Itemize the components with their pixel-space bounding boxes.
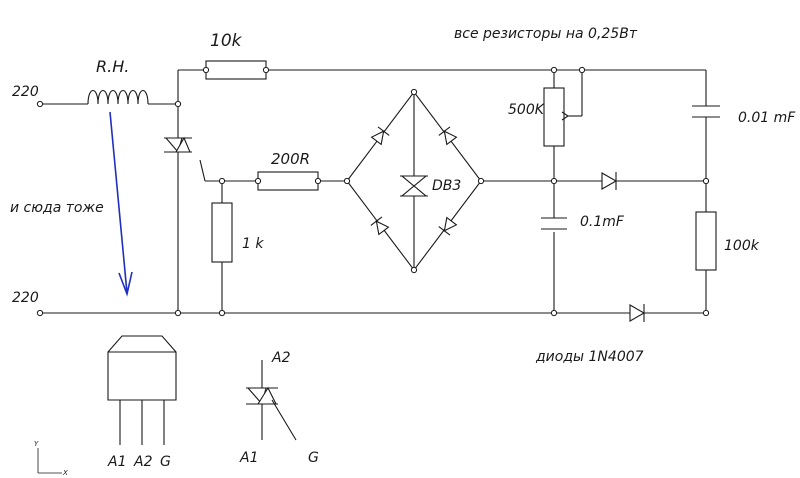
label-line-bottom: 220 — [12, 290, 39, 306]
label-axis-y: Y — [34, 440, 39, 448]
resistor-1k — [211, 202, 233, 263]
capacitor-01mf — [541, 217, 567, 230]
label-cap-small: 0.01 mF — [738, 110, 796, 126]
diode-mid — [601, 172, 618, 190]
note-here-too: и сюда тоже — [10, 200, 104, 216]
triac — [164, 136, 192, 154]
label-cap-mid: 0.1mF — [580, 214, 625, 230]
triac-symbol — [246, 360, 297, 441]
label-pkg-g: G — [160, 454, 171, 470]
wires — [40, 69, 707, 314]
label-sym-g: G — [308, 450, 319, 466]
heater-coil — [87, 89, 149, 105]
label-heater: R.H. — [96, 57, 129, 76]
axis-indicator — [37, 448, 62, 474]
resistor-10k — [205, 60, 267, 80]
label-pot: 500K — [508, 102, 546, 118]
label-axis-x: X — [62, 469, 68, 477]
label-r-100k: 100k — [724, 238, 760, 254]
label-sym-a1: A1 — [239, 450, 258, 466]
note-diodes: диоды 1N4007 — [535, 349, 644, 365]
potentiometer-wiper-icon — [561, 111, 569, 121]
label-sym-a2: A2 — [271, 350, 291, 366]
dinistor-db3 — [400, 175, 428, 197]
capacitor-001mf — [692, 100, 720, 124]
label-pkg-a1: A1 — [107, 454, 126, 470]
note-resistors: все резисторы на 0,25Вт — [454, 26, 638, 42]
diode-bottom — [629, 304, 646, 322]
junctions — [36, 66, 710, 317]
label-r-200: 200R — [271, 150, 310, 168]
label-pkg-a2: A2 — [133, 454, 153, 470]
triac-package — [107, 335, 177, 445]
resistor-100k — [695, 211, 717, 271]
label-r-top: 10k — [210, 31, 243, 51]
potentiometer-500k — [543, 87, 565, 147]
annotation-arrow — [109, 111, 133, 297]
label-r-1k: 1 k — [242, 236, 264, 252]
label-dinistor: DB3 — [432, 178, 461, 194]
resistor-200r — [257, 171, 319, 191]
label-line-top: 220 — [12, 84, 39, 100]
